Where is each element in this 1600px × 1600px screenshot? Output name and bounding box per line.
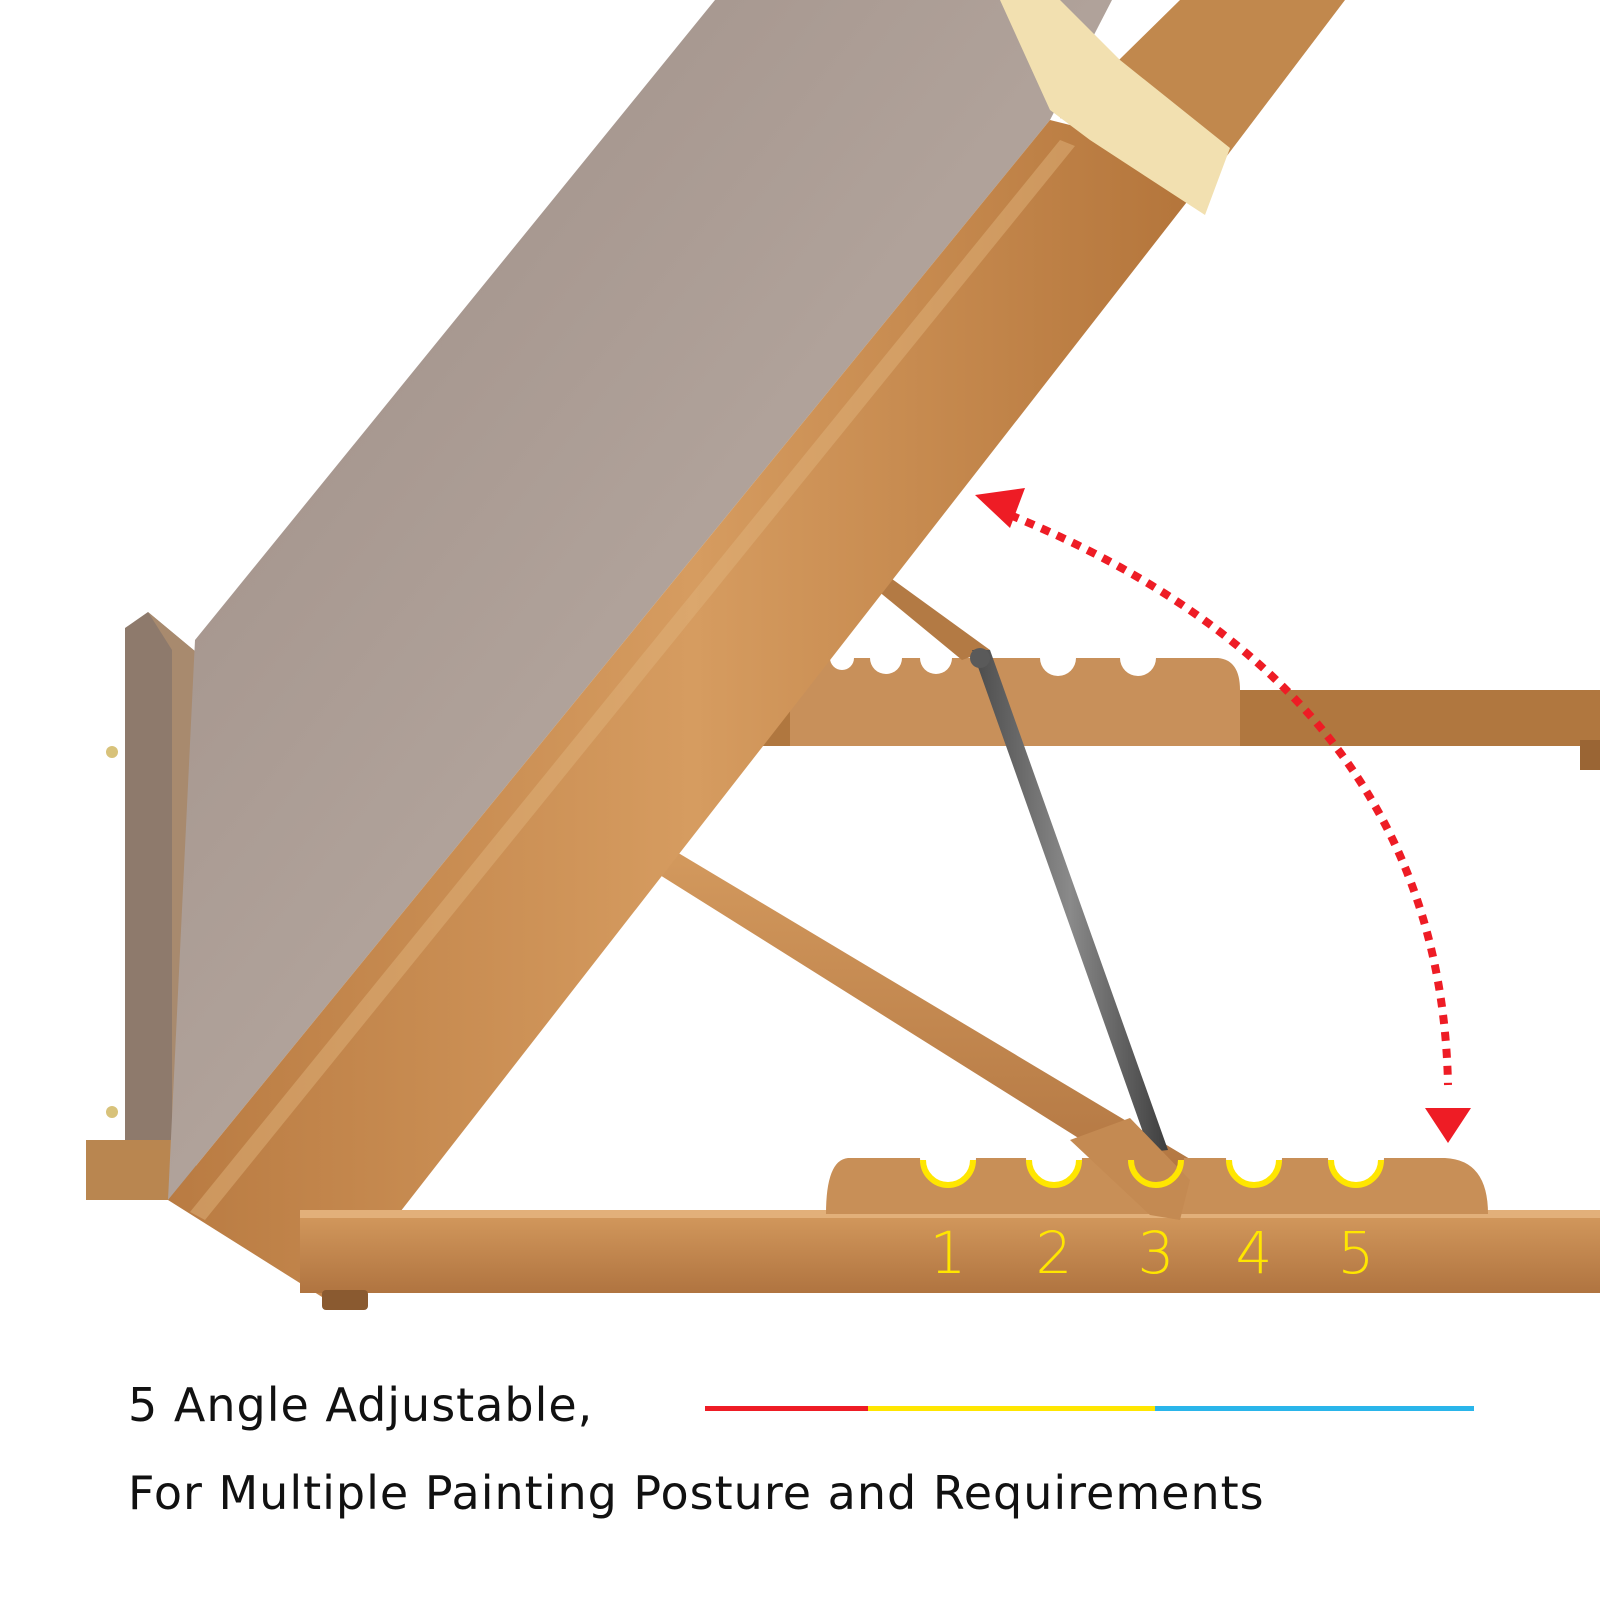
slot-highlight-1 — [920, 1159, 976, 1188]
slot-highlight-2 — [1026, 1159, 1082, 1188]
slot-highlight-5 — [1328, 1159, 1384, 1188]
support-brace — [636, 842, 1200, 1205]
slot-highlights — [920, 1159, 1384, 1188]
slot-number-5: 5 — [1338, 1219, 1375, 1287]
divider-red — [705, 1406, 868, 1411]
tricolor-divider — [705, 1406, 1474, 1411]
caption-line-2: For Multiple Painting Posture and Requir… — [128, 1466, 1265, 1520]
drawing-board — [168, 0, 1345, 1302]
divider-yellow — [868, 1406, 1155, 1411]
slot-numbers: 1 2 3 4 5 — [930, 1219, 1375, 1287]
tape-corner — [1000, 0, 1230, 215]
metal-rod — [972, 650, 1168, 1152]
curved-double-headed-dotted-arrow-icon — [975, 488, 1471, 1143]
caption-line-1: 5 Angle Adjustable, — [128, 1378, 594, 1432]
slot-number-1: 1 — [930, 1219, 967, 1287]
divider-blue — [1155, 1406, 1474, 1411]
slot-highlight-4 — [1226, 1159, 1282, 1188]
slot-highlight-3 — [1128, 1159, 1184, 1188]
slot-number-2: 2 — [1036, 1219, 1073, 1287]
slot-number-4: 4 — [1236, 1219, 1273, 1287]
rear-strut — [860, 576, 990, 660]
rear-rail — [735, 658, 1600, 770]
slot-number-3: 3 — [1138, 1219, 1175, 1287]
